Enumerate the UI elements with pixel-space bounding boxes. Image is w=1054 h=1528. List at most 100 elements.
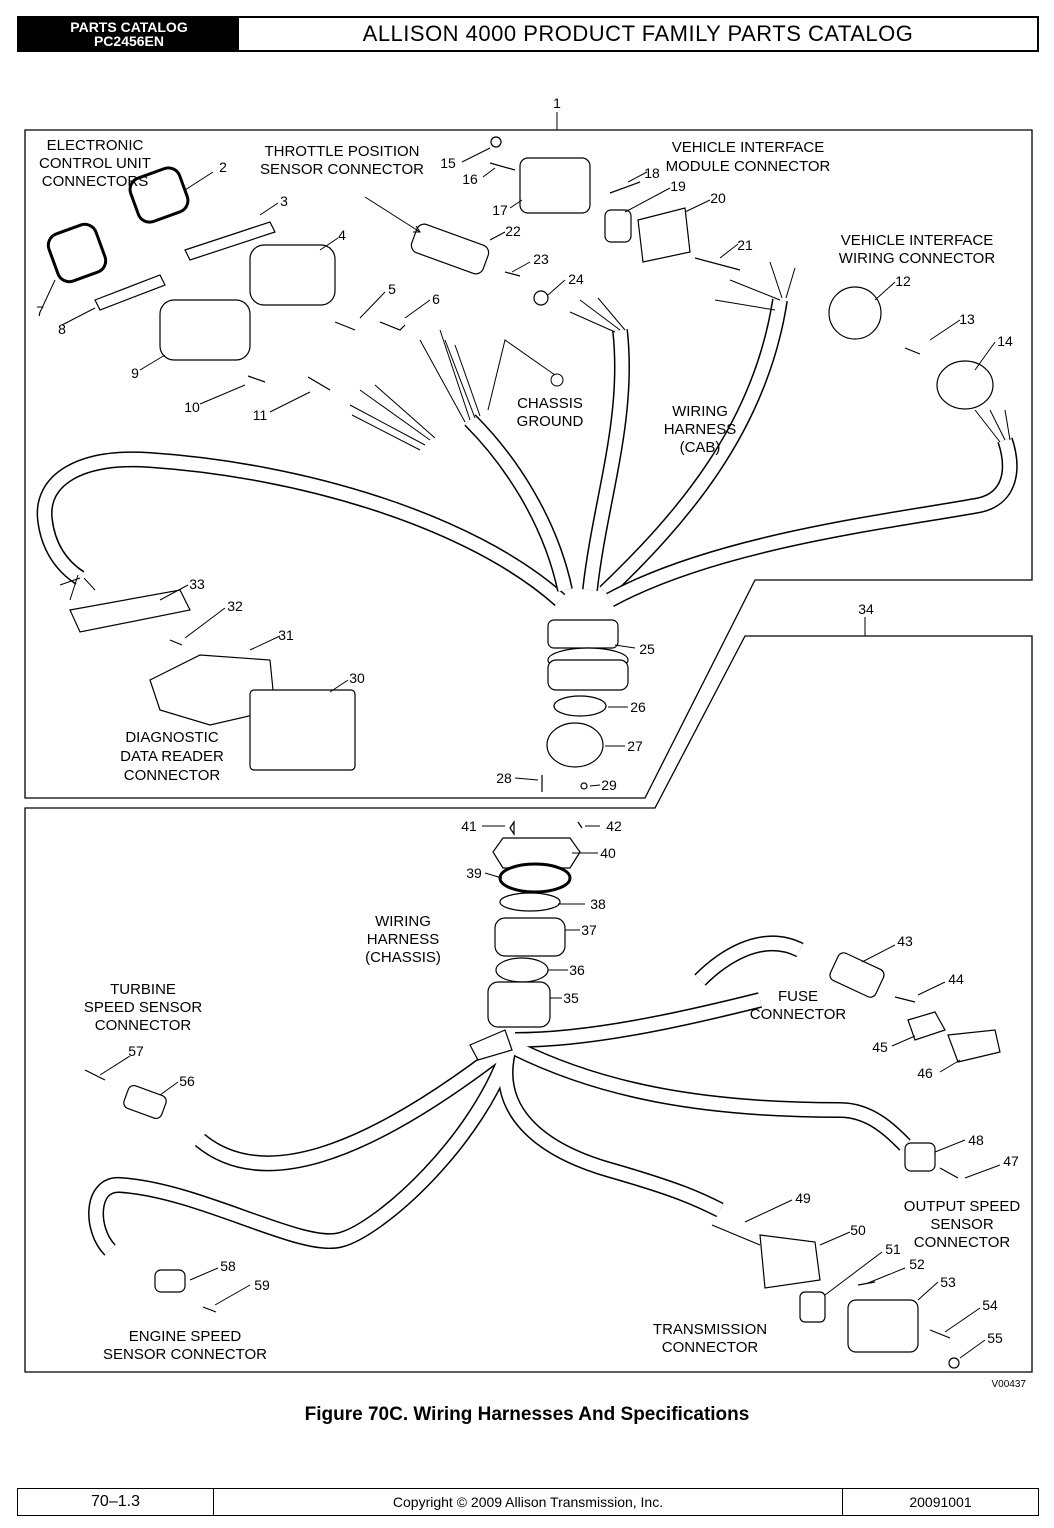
callout-numbers: 1 2 3 4 5 6 7 8 9 10 11 12 13 14 15 16 1… <box>36 95 1019 1346</box>
copyright-notice: Copyright © 2009 Allison Transmission, I… <box>214 1489 843 1515</box>
callout-48: 48 <box>968 1132 984 1148</box>
callout-37: 37 <box>581 922 597 938</box>
ecu-label-3: CONNECTORS <box>42 173 148 190</box>
transmission-label-1: TRANSMISSION <box>653 1321 767 1338</box>
callout-5: 5 <box>388 281 396 297</box>
page-header: PARTS CATALOG PC2456EN ALLISON 4000 PROD… <box>17 16 1039 52</box>
bulkhead-connector-top <box>541 619 629 792</box>
callout-23: 23 <box>533 251 549 267</box>
cab-harness-label-2: HARNESS <box>664 421 737 438</box>
catalog-badge: PARTS CATALOG PC2456EN <box>19 18 239 50</box>
callout-38: 38 <box>590 896 606 912</box>
ecu-label-1: ELECTRONIC <box>47 137 144 154</box>
catalog-label: PARTS CATALOG <box>70 19 188 35</box>
cab-harness-cables <box>36 298 1018 608</box>
callout-44: 44 <box>948 971 964 987</box>
callout-52: 52 <box>909 1256 925 1272</box>
chassis-harness-cables-fill <box>89 936 910 1255</box>
callout-8: 8 <box>58 321 66 337</box>
turbine-label-1: TURBINE <box>110 981 176 998</box>
callout-1: 1 <box>553 95 561 111</box>
output-label-2: SENSOR <box>930 1216 994 1233</box>
callout-32: 32 <box>227 598 243 614</box>
callout-57: 57 <box>128 1043 144 1059</box>
chassis-ground-label-1: CHASSIS <box>517 395 583 412</box>
drawing-code: V00437 <box>992 1379 1027 1390</box>
diagnostic-connector-parts <box>69 589 356 771</box>
callout-10: 10 <box>184 399 200 415</box>
output-label-3: CONNECTOR <box>914 1234 1011 1251</box>
callout-24: 24 <box>568 271 584 287</box>
callout-46: 46 <box>917 1065 933 1081</box>
callout-4: 4 <box>338 227 346 243</box>
callout-22: 22 <box>505 223 521 239</box>
callout-27: 27 <box>627 738 643 754</box>
callout-9: 9 <box>131 365 139 381</box>
diagram-frames <box>24 129 1033 1373</box>
turbine-label-2: SPEED SENSOR <box>84 999 203 1016</box>
throttle-and-vim-parts <box>410 136 994 410</box>
callout-49: 49 <box>795 1190 811 1206</box>
callout-20: 20 <box>710 190 726 206</box>
tps-label-2: SENSOR CONNECTOR <box>260 161 424 178</box>
ddr-label-1: DIAGNOSTIC <box>125 729 219 746</box>
fuse-label-1: FUSE <box>778 988 818 1005</box>
callout-47: 47 <box>1003 1153 1019 1169</box>
wiring-diagram: ELECTRONIC CONTROL UNIT CONNECTORS THROT… <box>24 95 1033 1390</box>
callout-26: 26 <box>630 699 646 715</box>
chassis-harness-label-2: HARNESS <box>367 931 440 948</box>
callout-51: 51 <box>885 1241 901 1257</box>
ddr-label-3: CONNECTOR <box>124 767 221 784</box>
callout-45: 45 <box>872 1039 888 1055</box>
callout-13: 13 <box>959 311 975 327</box>
chassis-connector-parts <box>84 952 1001 1369</box>
callout-21: 21 <box>737 237 753 253</box>
transmission-label-2: CONNECTOR <box>662 1339 759 1356</box>
ddr-label-2: DATA READER <box>120 748 224 765</box>
page-footer: 70–1.3 Copyright © 2009 Allison Transmis… <box>17 1488 1039 1516</box>
callout-41: 41 <box>461 818 477 834</box>
callout-54: 54 <box>982 1297 998 1313</box>
callout-7: 7 <box>36 303 44 319</box>
callout-36: 36 <box>569 962 585 978</box>
callout-34: 34 <box>858 601 874 617</box>
cab-harness-label-3: (CAB) <box>680 439 721 456</box>
callout-43: 43 <box>897 933 913 949</box>
callout-53: 53 <box>940 1274 956 1290</box>
callout-56: 56 <box>179 1073 195 1089</box>
figure-caption: Figure 70C. Wiring Harnesses And Specifi… <box>304 1404 750 1425</box>
callout-58: 58 <box>220 1258 236 1274</box>
output-label-1: OUTPUT SPEED <box>904 1198 1021 1215</box>
chassis-harness-label-1: WIRING <box>375 913 431 930</box>
callout-59: 59 <box>254 1277 270 1293</box>
callout-42: 42 <box>606 818 622 834</box>
callout-25: 25 <box>639 641 655 657</box>
viw-label-1: VEHICLE INTERFACE <box>841 232 994 249</box>
callout-39: 39 <box>466 865 482 881</box>
page-number: 70–1.3 <box>18 1489 214 1515</box>
callout-14: 14 <box>997 333 1013 349</box>
callout-29: 29 <box>601 777 617 793</box>
vim-label-1: VEHICLE INTERFACE <box>672 139 825 156</box>
callout-12: 12 <box>895 273 911 289</box>
section-labels: ELECTRONIC CONTROL UNIT CONNECTORS THROT… <box>39 137 1020 1363</box>
catalog-number: PC2456EN <box>93 33 165 49</box>
callout-2: 2 <box>219 159 227 175</box>
revision-date: 20091001 <box>909 1494 972 1510</box>
callout-11: 11 <box>253 407 268 423</box>
ecu-label-2: CONTROL UNIT <box>39 155 151 172</box>
bulkhead-connector-bottom <box>487 820 583 1028</box>
ecu-connectors <box>46 166 406 391</box>
callout-50: 50 <box>850 1222 866 1238</box>
catalog-title: ALLISON 4000 PRODUCT FAMILY PARTS CATALO… <box>362 21 914 46</box>
viw-label-2: WIRING CONNECTOR <box>839 250 996 267</box>
callout-6: 6 <box>432 291 440 307</box>
callout-31: 31 <box>278 627 294 643</box>
callout-3: 3 <box>280 193 288 209</box>
callout-35: 35 <box>563 990 579 1006</box>
cab-harness-label-1: WIRING <box>672 403 728 420</box>
callout-17: 17 <box>492 202 508 218</box>
callout-30: 30 <box>349 670 365 686</box>
tps-label-1: THROTTLE POSITION <box>264 143 419 160</box>
turbine-label-3: CONNECTOR <box>95 1017 192 1034</box>
